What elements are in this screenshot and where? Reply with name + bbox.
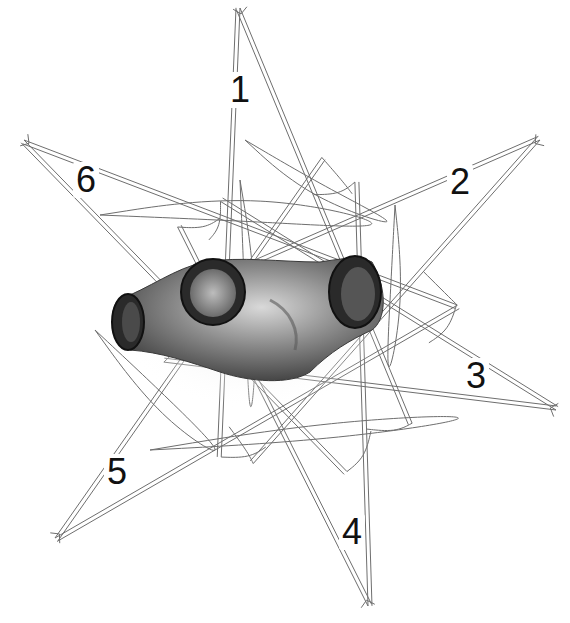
wire-strut (322, 157, 352, 193)
wire-strut (347, 431, 371, 472)
wire-strut (429, 305, 457, 343)
callout-number: 6 (73, 162, 99, 198)
middle-opening (181, 259, 245, 325)
right-opening (329, 256, 381, 328)
wire-strut (314, 182, 355, 195)
callout-number: 2 (447, 164, 473, 200)
wire-strut (100, 201, 372, 227)
wire-strut (50, 533, 59, 543)
wire-strut (221, 447, 266, 457)
vessel-shading (270, 300, 296, 350)
wire-strut (388, 205, 401, 367)
wire-strut (424, 272, 458, 305)
wire-strut (150, 417, 458, 450)
wire-strut (550, 403, 558, 416)
callout-number: 3 (463, 358, 489, 394)
wire-strut (367, 423, 412, 430)
left-opening (112, 294, 144, 350)
wire-strut (535, 134, 544, 145)
wire-frame (20, 7, 558, 608)
left-lumen (122, 302, 140, 342)
right-lumen (341, 267, 375, 321)
callout-number: 4 (339, 514, 365, 550)
wire-strut (245, 140, 387, 222)
callout-number: 1 (227, 72, 253, 108)
wire-strut (20, 134, 29, 146)
wire-strut (361, 600, 375, 608)
middle-lumen (190, 269, 236, 317)
wire-strut (233, 7, 247, 14)
callout-number: 5 (104, 454, 130, 490)
vessel-model (112, 250, 390, 410)
